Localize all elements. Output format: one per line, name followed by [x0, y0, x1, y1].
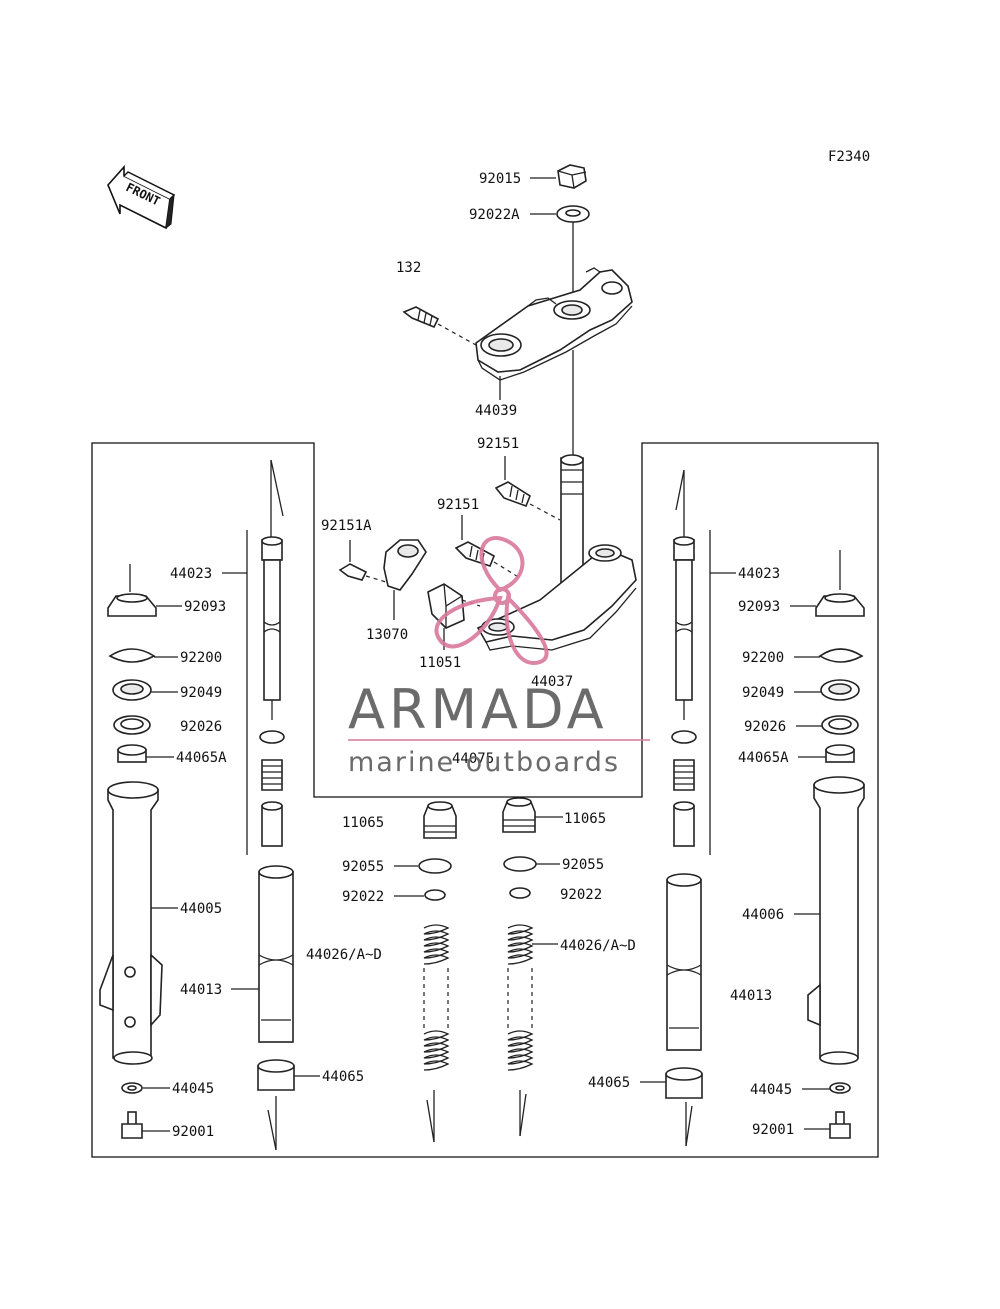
left-slide-bush-44065	[257, 1059, 295, 1091]
left-drain-bolt-92001	[121, 1111, 143, 1139]
label-left-92055: 92055	[342, 859, 384, 875]
front-direction-arrow: FRONT	[107, 164, 176, 230]
label-right-92049: 92049	[742, 685, 784, 701]
figure-code: F2340	[828, 149, 870, 165]
label-left-92026: 92026	[180, 719, 222, 735]
label-right-92200: 92200	[742, 650, 784, 666]
top-bracket-44039	[475, 267, 633, 381]
bolt-92151-mid	[454, 541, 496, 567]
label-left-92049: 92049	[180, 685, 222, 701]
stem-nut	[557, 164, 587, 189]
label-left-11065: 11065	[342, 815, 384, 831]
bolt-92151A	[338, 563, 368, 581]
right-washer-92022	[509, 887, 531, 899]
label-right-44013: 44013	[730, 988, 772, 1004]
left-fork-inner-tube	[259, 536, 285, 847]
label-132: 132	[396, 260, 421, 276]
label-13070: 13070	[366, 627, 408, 643]
right-oil-seal-92049	[820, 679, 860, 701]
right-outer-tube-44006	[807, 776, 865, 1065]
label-right-92093: 92093	[738, 599, 780, 615]
left-oil-seal-92049	[112, 679, 152, 701]
label-left-92200: 92200	[180, 650, 222, 666]
left-oil-seal-cap-92093	[107, 593, 157, 617]
label-92015: 92015	[479, 171, 521, 187]
label-left-44065: 44065	[322, 1069, 364, 1085]
right-drain-bolt-92001	[829, 1111, 851, 1139]
steering-stem-44037	[476, 454, 637, 651]
left-washer-92022	[424, 889, 446, 901]
right-fork-spring-44026	[507, 924, 534, 1071]
label-44039: 44039	[475, 403, 517, 419]
label-92151A: 92151A	[321, 518, 372, 534]
washer-top	[556, 205, 590, 223]
right-washer-92026	[821, 715, 859, 735]
left-outer-tube-44005	[99, 781, 163, 1065]
fork-assembly-outline	[91, 442, 879, 1158]
label-right-44006: 44006	[742, 907, 784, 923]
label-left-44013: 44013	[180, 982, 222, 998]
label-92151-mid: 92151	[437, 497, 479, 513]
label-right-44026: 44026/A~D	[560, 938, 636, 954]
label-right-44023: 44023	[738, 566, 780, 582]
label-44037: 44037	[531, 674, 573, 690]
label-right-11065: 11065	[564, 811, 606, 827]
left-washer-44045	[121, 1082, 143, 1094]
armada-logo-watermark	[434, 536, 549, 666]
label-right-44065A: 44065A	[738, 750, 789, 766]
left-retaining-ring-92200	[108, 648, 156, 663]
clamp-13070	[383, 539, 427, 591]
right-slide-bush-44065	[665, 1067, 703, 1099]
label-left-92001: 92001	[172, 1124, 214, 1140]
left-fork-spring-44026	[423, 924, 450, 1071]
left-inner-tube-44013	[258, 865, 294, 1043]
left-o-ring-92055	[418, 858, 452, 874]
label-right-44045: 44045	[750, 1082, 792, 1098]
label-left-44005: 44005	[180, 901, 222, 917]
label-left-92022: 92022	[342, 889, 384, 905]
label-left-44023: 44023	[170, 566, 212, 582]
label-right-92001: 92001	[752, 1122, 794, 1138]
label-left-44026: 44026/A~D	[306, 947, 382, 963]
right-o-ring-92055	[503, 856, 537, 872]
left-guide-bush-44065A	[117, 744, 147, 763]
label-44075: 44075	[452, 751, 494, 767]
watermark-brand: ARMADA	[348, 678, 608, 741]
label-left-44065A: 44065A	[176, 750, 227, 766]
label-left-92093: 92093	[184, 599, 226, 615]
right-guide-bush-44065A	[825, 744, 855, 763]
label-92022A: 92022A	[469, 207, 520, 223]
label-right-92026: 92026	[744, 719, 786, 735]
left-fork-cap-11065	[423, 801, 457, 839]
label-left-44045: 44045	[172, 1081, 214, 1097]
right-washer-44045	[829, 1082, 851, 1094]
right-fork-cap-11065	[502, 797, 536, 833]
clamp-bolt-132	[402, 306, 440, 329]
label-11051: 11051	[419, 655, 461, 671]
left-washer-92026	[113, 715, 151, 735]
label-right-92022: 92022	[560, 887, 602, 903]
label-right-44065: 44065	[588, 1075, 630, 1091]
bracket-11051	[427, 583, 465, 629]
right-inner-tube-44013	[666, 873, 702, 1051]
right-retaining-ring-92200	[818, 648, 864, 663]
right-oil-seal-cap-92093	[815, 593, 865, 617]
label-92151-top: 92151	[477, 436, 519, 452]
watermark-tagline: marine outboards	[348, 747, 620, 778]
bolt-92151-top	[494, 481, 531, 508]
right-fork-inner-tube	[671, 536, 697, 847]
label-right-92055: 92055	[562, 857, 604, 873]
